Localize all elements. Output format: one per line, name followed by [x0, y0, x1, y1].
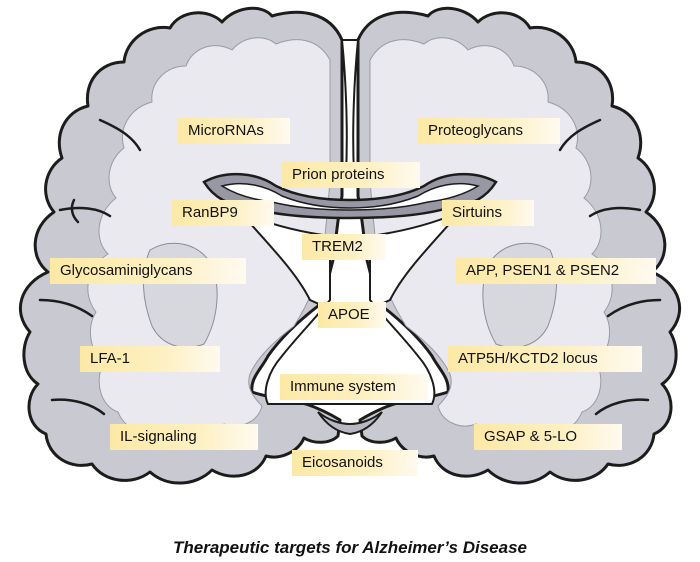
label-atp5h: ATP5H/KCTD2 locus	[448, 346, 642, 372]
label-gsap: GSAP & 5-LO	[474, 424, 622, 450]
label-sirtuins: Sirtuins	[442, 200, 534, 226]
ventricle	[220, 182, 480, 211]
label-lfa1: LFA-1	[80, 346, 220, 372]
longitudinal-fissure	[340, 39, 360, 175]
label-immune-system: Immune system	[280, 374, 428, 400]
label-app-psen: APP, PSEN1 & PSEN2	[456, 258, 656, 284]
figure-caption: Therapeutic targets for Alzheimer’s Dise…	[173, 538, 527, 557]
label-glycosaminiglycans: Glycosaminiglycans	[50, 258, 246, 284]
label-trem2: TREM2	[302, 234, 386, 260]
label-apoe: APOE	[318, 302, 386, 328]
midline-base	[317, 411, 383, 436]
label-prion-proteins: Prion proteins	[282, 162, 420, 188]
label-ranbp9: RanBP9	[172, 200, 274, 226]
label-micrornas: MicroRNAs	[178, 118, 290, 144]
sulci	[38, 118, 662, 416]
label-eicosanoids: Eicosanoids	[292, 450, 418, 476]
label-il-signaling: IL-signaling	[110, 424, 258, 450]
corpus-callosum	[202, 172, 498, 220]
label-proteoglycans: Proteoglycans	[418, 118, 560, 144]
